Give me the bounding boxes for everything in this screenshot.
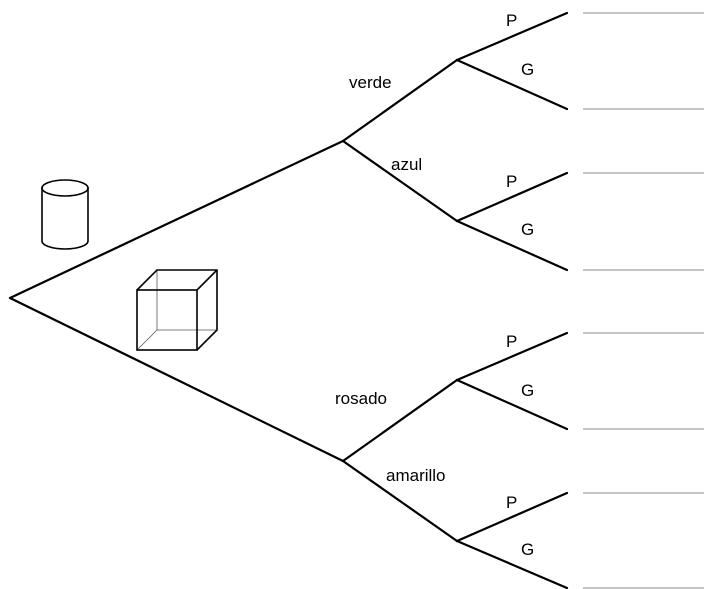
label-g: G bbox=[521, 540, 534, 559]
branch-amarillo bbox=[341, 459, 459, 543]
branch-rosado bbox=[341, 378, 459, 463]
branch-azul bbox=[341, 139, 459, 223]
branch-rosado-p bbox=[455, 331, 569, 382]
label-g: G bbox=[521, 220, 534, 239]
cube-icon bbox=[136, 269, 218, 351]
branch-amarillo-p bbox=[455, 491, 569, 543]
label-rosado: rosado bbox=[335, 389, 387, 408]
branch-azul-g bbox=[455, 219, 569, 272]
branch-verde-p bbox=[455, 11, 569, 62]
label-p: P bbox=[506, 172, 517, 191]
branch-azul-p bbox=[455, 171, 569, 223]
branch-rosado-g bbox=[455, 378, 569, 431]
label-g: G bbox=[521, 381, 534, 400]
cylinder-icon bbox=[41, 179, 89, 250]
label-azul: azul bbox=[391, 155, 422, 174]
label-p: P bbox=[506, 11, 517, 30]
branch-amarillo-g bbox=[455, 539, 569, 589]
label-amarillo: amarillo bbox=[386, 466, 446, 485]
branch-root-upper bbox=[8, 139, 345, 300]
branch-root-lower bbox=[8, 296, 345, 463]
label-p: P bbox=[506, 493, 517, 512]
branch-verde-g bbox=[455, 58, 569, 111]
branch-verde bbox=[341, 58, 459, 143]
label-verde: verde bbox=[349, 73, 392, 92]
label-g: G bbox=[521, 60, 534, 79]
label-p: P bbox=[506, 332, 517, 351]
